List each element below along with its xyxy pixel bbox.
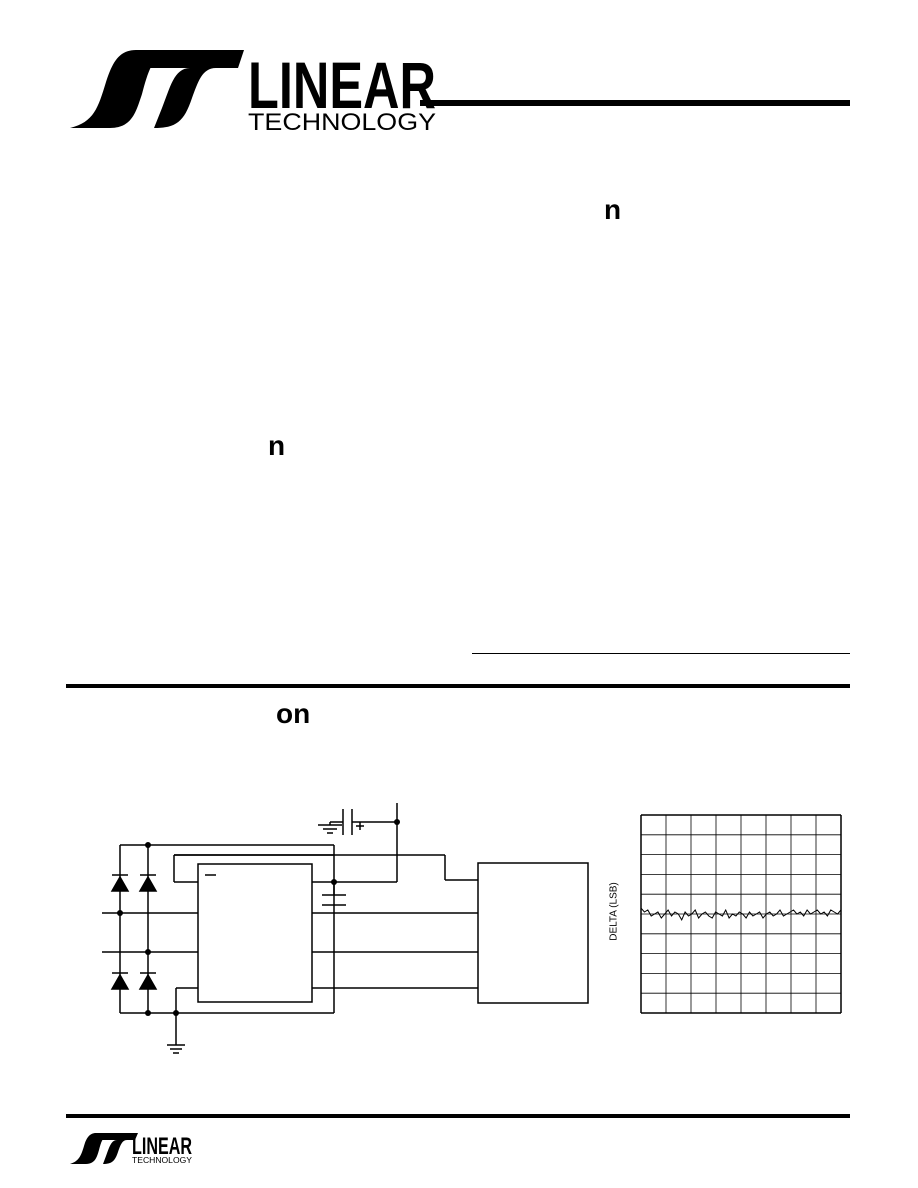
logo-subword: TECHNOLOGY [248,109,436,134]
typical-application-glyph: on [276,698,311,729]
lt-logo-mark-left [70,50,170,128]
applications-bullet-glyph: n [268,430,286,461]
lt-logo-mark-right [140,50,244,128]
chart-ylabel: DELTA (LSB) [608,882,620,941]
section-rule [66,684,850,688]
chart-series-line [640,907,842,922]
features-bullet-glyph: n [604,194,622,225]
delta-chart [640,814,842,1014]
application-schematic [102,803,589,1054]
header-rule [420,100,850,106]
footer-rule [66,1114,850,1118]
column-rule [472,653,850,654]
linear-technology-logo: LINEAR TECHNOLOGY [70,48,436,134]
chart-grid [640,814,842,1014]
logo-word: LINEAR [248,48,436,122]
footer-logo: LINEAR TECHNOLOGY [70,1133,193,1165]
footer-logo-subword: TECHNOLOGY [132,1156,193,1165]
footer-logo-word: LINEAR [132,1133,192,1160]
